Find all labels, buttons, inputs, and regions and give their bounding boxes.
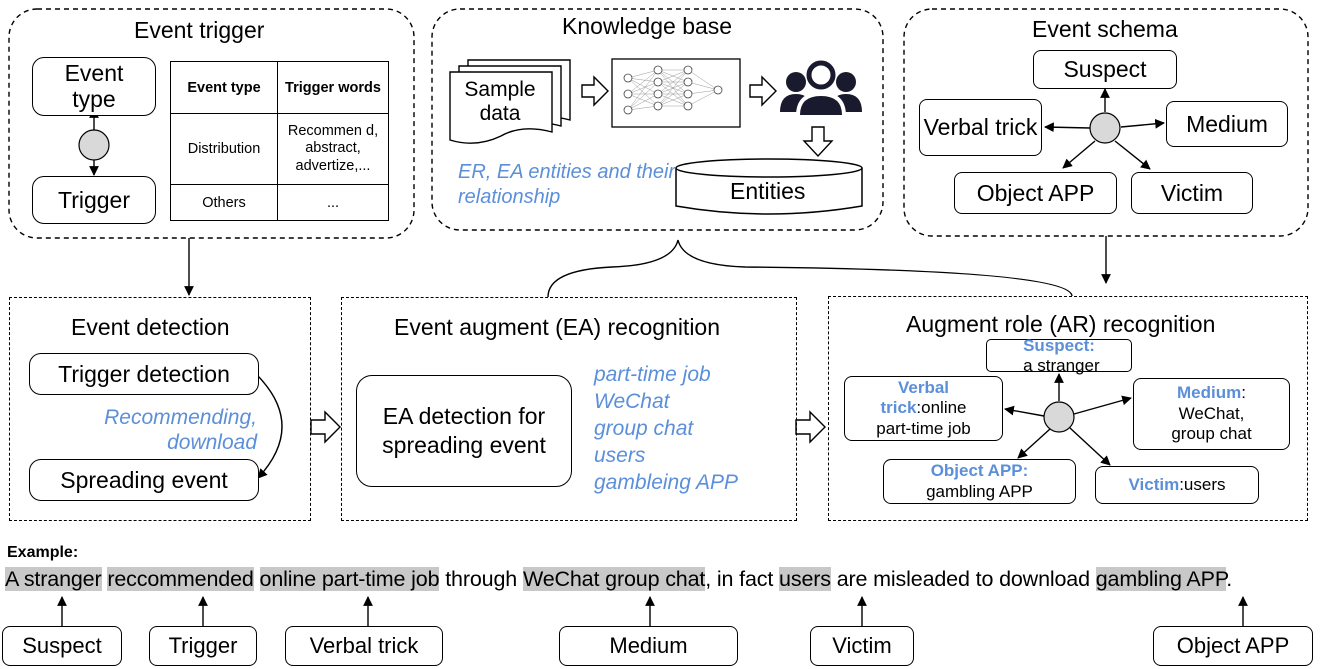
ea-item-group-chat: group chat (594, 417, 694, 440)
ar-medium-box: Medium: WeChat, group chat (1133, 378, 1290, 450)
event-trigger-title: Event trigger (134, 17, 265, 43)
ar-verbal-value-b: part-time job (876, 418, 971, 438)
entities-cylinder (675, 158, 863, 215)
ar-victim-box: Victim:users (1095, 466, 1259, 504)
segment-suspect: A stranger (5, 567, 102, 591)
schema-node-victim: Victim (1131, 172, 1253, 214)
table-header-event-type: Event type (170, 61, 278, 114)
segment-trigger: reccommended (107, 567, 254, 591)
label-suspect: Suspect (2, 626, 122, 666)
ar-center-node (1043, 401, 1075, 433)
segment-through: through (439, 567, 523, 591)
ar-verbal-role-a: Verbal (897, 378, 950, 398)
trigger-words-table: Event type Trigger words Distribution Re… (170, 61, 389, 221)
segment-object-app: gambling APP (1095, 567, 1227, 591)
ar-verbal-role-b: trick (880, 398, 917, 418)
entities-label: Entities (730, 178, 806, 204)
segment-in-fact: , in fact (705, 567, 780, 591)
ea-item-gambling-app: gambleing APP (594, 471, 738, 494)
neural-network-icon (611, 58, 741, 128)
ea-detection-box: EA detection for spreading event (356, 375, 572, 487)
ar-medium-value-a: : (1241, 382, 1246, 402)
ar-victim-value: :users (1179, 475, 1226, 494)
ea-item-users: users (594, 444, 646, 467)
schema-node-verbal-trick: Verbal trick (919, 99, 1042, 156)
ar-medium-value-b: WeChat, (1178, 403, 1245, 423)
segment-medium: WeChat group chat (522, 567, 706, 591)
ar-verbal-box: Verbal trick:online part-time job (844, 376, 1003, 441)
label-victim: Victim (810, 626, 914, 666)
table-cell-others: Others (170, 184, 278, 221)
knowledge-base-title: Knowledge base (562, 13, 733, 39)
knowledge-caption: ER, EA entities and their relationship (458, 161, 676, 208)
label-verbal-trick: Verbal trick (285, 626, 443, 666)
ea-recognition-title: Event augment (EA) recognition (394, 314, 721, 340)
segment-space-2 (254, 567, 260, 591)
table-cell-distribution: Distribution (170, 113, 278, 185)
ea-recognition-panel (341, 297, 797, 521)
event-detection-panel (9, 297, 311, 521)
schema-node-object-app: Object APP (954, 172, 1117, 214)
ar-verbal-value-a: :online (916, 398, 967, 418)
event-trigger-panel (8, 8, 415, 239)
trigger-node (78, 129, 110, 161)
schema-node-suspect: Suspect (1033, 50, 1177, 89)
hollow-arrow-2 (749, 75, 777, 107)
hollow-arrow-3 (310, 410, 341, 444)
hollow-arrow-1 (581, 75, 609, 107)
segment-victim: users (779, 567, 831, 591)
event-detection-title: Event detection (71, 314, 230, 340)
ar-medium-value-c: group chat (1171, 424, 1252, 444)
label-medium: Medium (559, 626, 738, 666)
ar-suspect-value: a stranger (1018, 355, 1100, 375)
spreading-event-box: Spreading event (29, 459, 259, 501)
trigger-detection-box: Trigger detection (29, 353, 259, 395)
ea-detection-label: EA detection for spreading event (382, 403, 546, 458)
detection-caption: Recommending, download (104, 406, 257, 455)
event-type-label: Event type (64, 60, 124, 112)
table-cell-ellipsis: ... (277, 184, 389, 221)
ar-object-role: Object APP: (930, 461, 1029, 481)
segment-verbal-trick: online part-time job (259, 567, 440, 591)
sample-data-icon (449, 59, 571, 144)
ea-item-part-time-job: part-time job (594, 363, 711, 386)
ar-object-value: gambling APP (926, 481, 1033, 501)
event-schema-panel (903, 8, 1309, 237)
sample-data-label: Sample data (464, 78, 536, 126)
example-sentence: A stranger reccommended online part-time… (5, 567, 1232, 592)
ar-object-box: Object APP: gambling APP (883, 459, 1076, 504)
event-schema-title: Event schema (1032, 16, 1178, 42)
hollow-arrow-4 (795, 410, 826, 444)
table-header-trigger-words: Trigger words (277, 61, 389, 114)
knowledge-brace (547, 239, 1073, 298)
hollow-arrow-down (802, 126, 834, 158)
ar-recognition-panel (828, 296, 1308, 521)
schema-center-node (1089, 112, 1121, 144)
segment-period: . (1226, 567, 1233, 591)
trigger-label: Trigger (58, 186, 130, 213)
table-cell-trigger-words: Recommen d, abstract, advertize,... (277, 113, 389, 185)
ar-recognition-title: Augment role (AR) recognition (906, 311, 1216, 337)
ar-suspect-box: Suspect: a stranger (986, 335, 1132, 375)
event-type-box: Event type (32, 57, 156, 116)
label-trigger: Trigger (149, 626, 257, 666)
schema-node-medium: Medium (1166, 101, 1288, 147)
detection-curve-arrow (257, 375, 283, 479)
trigger-box: Trigger (32, 176, 156, 224)
example-label: Example: (7, 544, 79, 561)
ar-suspect-role: Suspect: (1023, 335, 1095, 355)
segment-misleaded: are misleaded to download (830, 567, 1096, 591)
label-object-app: Object APP (1153, 626, 1313, 666)
ar-medium-role: Medium (1177, 382, 1242, 402)
ar-victim-role: Victim (1128, 475, 1180, 494)
users-group-icon (780, 60, 862, 116)
ea-item-wechat: WeChat (594, 390, 670, 413)
